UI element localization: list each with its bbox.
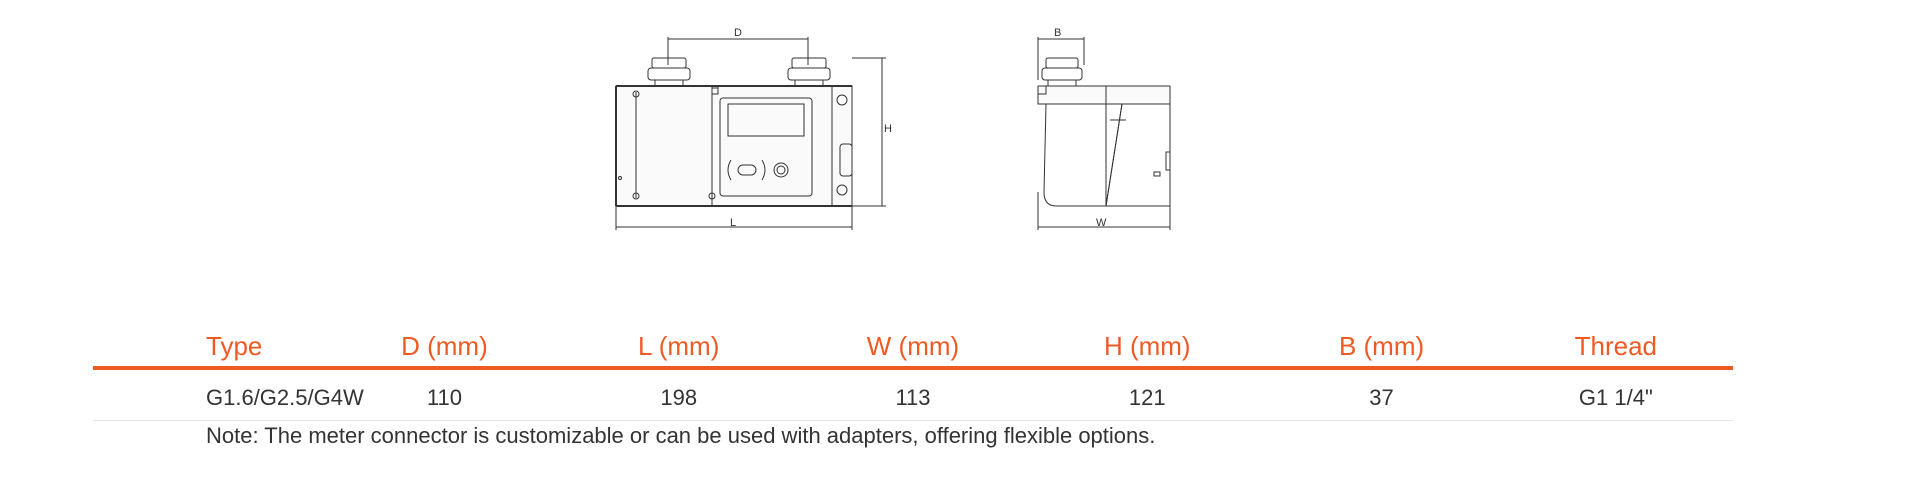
- header-type: Type: [93, 308, 328, 370]
- header-thread: Thread: [1498, 308, 1733, 370]
- technical-drawings: D H L B: [600, 20, 1200, 240]
- specification-table: Type D (mm) L (mm) W (mm) H (mm) B (mm) …: [93, 308, 1733, 421]
- side-dim-w-label: W: [1096, 217, 1107, 229]
- cell-thread: G1 1/4": [1498, 368, 1733, 421]
- front-dim-d-label: D: [734, 27, 742, 39]
- header-b-mm: B (mm): [1264, 308, 1499, 370]
- front-dim-l-label: L: [730, 217, 736, 229]
- cell-w: 113: [795, 368, 1031, 421]
- header-d-mm: D (mm): [327, 308, 562, 370]
- header-w-mm: W (mm): [795, 308, 1031, 370]
- header-l-mm: L (mm): [561, 308, 796, 370]
- side-view-drawing: B W: [1037, 27, 1171, 230]
- header-h-mm: H (mm): [1030, 308, 1265, 370]
- cell-d: 110: [327, 368, 562, 421]
- note-text: Note: The meter connector is customizabl…: [206, 423, 1156, 448]
- table-row: G1.6/G2.5/G4W 110 198 113 121 37 G1 1/4": [93, 368, 1733, 421]
- front-dim-h-label: H: [884, 123, 892, 135]
- cell-h: 121: [1030, 368, 1265, 421]
- cell-type: G1.6/G2.5/G4W: [93, 368, 364, 421]
- table-header-row: Type D (mm) L (mm) W (mm) H (mm) B (mm) …: [93, 308, 1733, 370]
- cell-b: 37: [1264, 368, 1499, 421]
- front-view-drawing: D H L: [615, 27, 892, 230]
- cell-l: 198: [561, 368, 796, 421]
- side-dim-b-label: B: [1054, 27, 1061, 39]
